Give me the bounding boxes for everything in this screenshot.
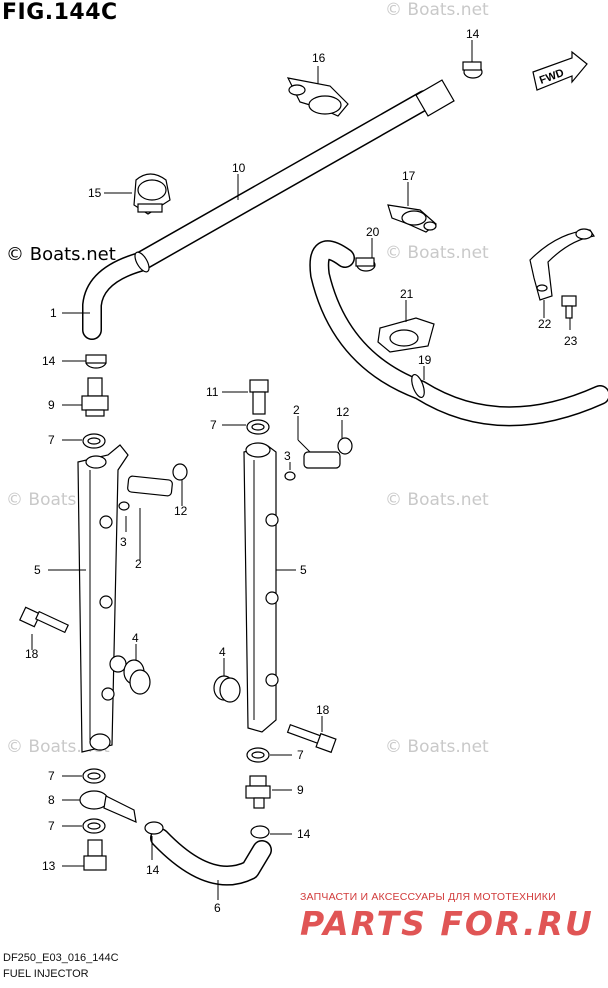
promo-logo: PARTS FOR.RU <box>300 904 594 943</box>
fuel-rail-5-left <box>77 444 129 753</box>
callout-9: 9 <box>48 398 55 412</box>
callout-9: 9 <box>297 783 304 797</box>
callout-18: 18 <box>25 647 39 661</box>
fitting-9-right <box>245 775 271 809</box>
callout-5: 5 <box>34 563 41 577</box>
union-8 <box>79 790 137 823</box>
bolt-23 <box>561 295 577 319</box>
callout-17: 17 <box>402 169 416 183</box>
hose-clamp-14-top <box>462 61 483 79</box>
forward-direction-badge: FWD <box>532 50 588 91</box>
bracket-22 <box>529 228 596 301</box>
promo-tagline: ЗАПЧАСТИ И АКСЕССУАРЫ ДЛЯ МОТОТЕХНИКИ <box>300 891 556 903</box>
callout-20: 20 <box>366 225 380 239</box>
callout-6: 6 <box>214 901 221 915</box>
fuel-hose-6 <box>150 828 272 886</box>
callout-18: 18 <box>316 703 330 717</box>
callout-14: 14 <box>297 827 311 841</box>
callout-12: 12 <box>336 405 350 419</box>
callout-1: 1 <box>50 306 57 320</box>
callout-15: 15 <box>88 186 102 200</box>
leader-lines <box>31 40 571 900</box>
callout-14: 14 <box>42 354 56 368</box>
watermark: © Boats.net <box>385 737 489 757</box>
callout-4: 4 <box>219 645 226 659</box>
hose-clamp-14-lower-right <box>250 825 270 839</box>
hose-clip-16 <box>286 77 349 117</box>
figure-code: DF250_E03_016_144C <box>3 952 119 964</box>
callout-19: 19 <box>418 353 432 367</box>
callout-14: 14 <box>146 863 160 877</box>
callout-13: 13 <box>42 859 56 873</box>
callout-14: 14 <box>466 27 480 41</box>
callout-7: 7 <box>48 433 55 447</box>
callout-7: 7 <box>48 769 55 783</box>
callout-7: 7 <box>48 819 55 833</box>
callout-23: 23 <box>564 334 578 348</box>
callout-2: 2 <box>293 403 300 417</box>
fuel-injector-2-left <box>118 463 188 511</box>
callout-7: 7 <box>297 748 304 762</box>
callout-22: 22 <box>538 317 552 331</box>
figure-name: FUEL INJECTOR <box>3 968 89 980</box>
grommet-4-right <box>213 675 241 703</box>
callout-3: 3 <box>284 449 291 463</box>
hose-clamp-20 <box>355 257 376 272</box>
hose-clip-17 <box>387 204 437 233</box>
bolt-18-left <box>18 606 69 634</box>
callout-2: 2 <box>135 557 142 571</box>
watermark: © Boats.net <box>385 490 489 510</box>
grommet-4-left <box>123 659 151 695</box>
callout-11: 11 <box>206 385 219 399</box>
bolt-13 <box>83 839 107 871</box>
bolt-18-right <box>286 723 337 754</box>
fitting-9-left <box>81 377 109 417</box>
callout-16: 16 <box>312 51 326 65</box>
callout-12: 12 <box>174 504 188 518</box>
watermark: © Boats.net <box>385 0 489 20</box>
fuel-rail-5-right <box>243 442 279 733</box>
hose-clip-15 <box>133 173 171 215</box>
callout-5: 5 <box>300 563 307 577</box>
hose-clip-21 <box>377 317 435 353</box>
callout-7: 7 <box>210 418 217 432</box>
callout-21: 21 <box>400 287 414 301</box>
fuel-hose-19 <box>309 240 608 427</box>
callout-3: 3 <box>120 535 127 549</box>
fuel-hose-10 <box>82 79 455 340</box>
callout-10: 10 <box>232 161 246 175</box>
watermark: © Boats.net <box>385 243 489 263</box>
hose-clamp-14-lower-left <box>144 821 164 835</box>
callout-4: 4 <box>132 631 139 645</box>
figure-title: FIG.144C <box>2 0 118 25</box>
callout-labels: 14 16 10 15 17 20 22 23 21 19 1 14 9 7 1… <box>25 27 578 915</box>
hose-clamp-14-left <box>85 354 107 369</box>
bolt-11 <box>249 379 269 415</box>
callout-8: 8 <box>48 793 55 807</box>
fuel-injector-2-right <box>284 437 353 481</box>
watermark-main: © Boats.net <box>6 244 116 265</box>
